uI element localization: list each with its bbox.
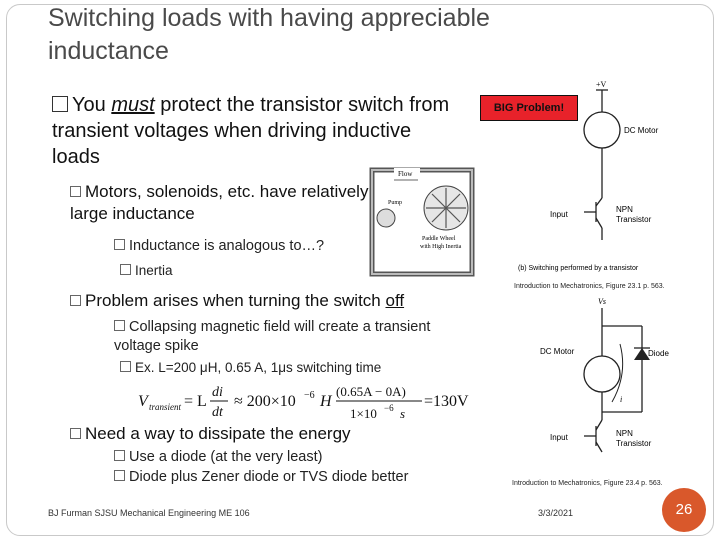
sub-bullet-inertia-text: Inertia [135, 263, 173, 278]
sub-bullet-motors: Motors, solenoids, etc. have relatively … [70, 181, 370, 225]
sub-bullet-problem: Problem arises when turning the switch o… [70, 290, 490, 312]
sub-bullet-example: Ex. L=200 μH, 0.65 A, 1μs switching time [120, 359, 381, 377]
eq-h: H [319, 393, 333, 410]
bullet-icon [114, 239, 125, 250]
sub-bullet-dissipate: Need a way to dissipate the energy [70, 423, 490, 445]
bullet-main-emphasis: must [111, 94, 155, 116]
dc-motor-label: DC Motor [540, 347, 575, 356]
bullet-main-text-a: You [72, 94, 112, 116]
vplus-label: +V [596, 80, 607, 89]
paddle-label-2: with High Inertia [420, 244, 462, 250]
eq-result: =130V [424, 393, 469, 410]
diode-protection-diagram: Vs DC Motor Diode i Input NPN Transistor [540, 297, 669, 453]
input-label: Input [550, 433, 569, 442]
eq-equals-l: = L [184, 393, 207, 410]
sub-bullet-zener-text: Diode plus Zener diode or TVS diode bett… [129, 469, 409, 485]
bullet-checkbox-icon [52, 96, 68, 112]
input-label: Input [550, 210, 569, 219]
bullet-icon [114, 470, 125, 481]
flow-inertia-figure: Flow Pump Paddle Wheel with High Inertia [369, 167, 475, 277]
slide-title: Switching loads with having appreciable … [48, 4, 490, 65]
eq-dt: dt [212, 405, 224, 420]
figure2-caption: Introduction to Mechatronics, Figure 23.… [512, 480, 663, 487]
sub-bullet-motors-text: Motors, solenoids, etc. have relatively … [70, 182, 369, 223]
eq-numerator: (0.65A − 0A) [336, 384, 406, 399]
vs-label: Vs [598, 297, 606, 306]
sub-bullet-inductance-text: Inductance is analogous to…? [129, 238, 325, 254]
transistor-label: Transistor [616, 439, 652, 448]
sub-bullet-zener: Diode plus Zener diode or TVS diode bett… [114, 468, 408, 487]
footer-left: BJ Furman SJSU Mechanical Engineering ME… [48, 508, 250, 518]
bullet-icon [114, 450, 125, 461]
big-problem-badge: BIG Problem! [480, 95, 578, 121]
current-label: i [620, 395, 622, 404]
slide-frame [6, 4, 714, 536]
transistor-label: Transistor [616, 215, 652, 224]
sub-bullet-inertia: Inertia [120, 262, 173, 280]
pump-icon [376, 208, 396, 228]
sub-bullet-problem-text: Problem arises when turning the switch [85, 291, 386, 310]
current-loop-arrow-icon [611, 343, 624, 403]
transistor-switch-diagram: +V DC Motor Input NPN Transistor (b) Swi… [518, 80, 659, 272]
eq-lhs-sub: transient [149, 402, 182, 412]
npn-label: NPN [616, 205, 633, 214]
sub-bullet-collapsing-text: Collapsing magnetic field will create a … [114, 319, 431, 354]
bullet-icon [70, 186, 81, 197]
sub-bullet-diode: Use a diode (at the very least) [114, 448, 322, 467]
eq-lhs: V [138, 393, 150, 410]
page-number-badge: 26 [662, 488, 706, 532]
diode-icon [634, 348, 650, 360]
eq-di: di [212, 385, 223, 400]
bullet-icon [120, 264, 131, 275]
diode-label: Diode [648, 349, 669, 358]
eq-approx: ≈ 200×10 [234, 393, 296, 410]
figure1-caption: Introduction to Mechatronics, Figure 23.… [514, 283, 665, 290]
eq-s: s [400, 406, 405, 421]
sub-bullet-collapsing: Collapsing magnetic field will create a … [114, 318, 474, 356]
sub-bullet-diode-text: Use a diode (at the very least) [129, 449, 323, 465]
bullet-icon [70, 295, 81, 306]
npn-label: NPN [616, 429, 633, 438]
dc-motor-label: DC Motor [624, 126, 659, 135]
transient-voltage-equation: V transient = L di dt ≈ 200×10 −6 H (0.6… [138, 384, 469, 421]
sub-bullet-problem-emphasis: off [385, 291, 405, 310]
eq-exp1: −6 [304, 390, 315, 401]
paddle-label-1: Paddle Wheel [422, 236, 456, 242]
bullet-icon [120, 361, 131, 372]
diagram1-caption: (b) Switching performed by a transistor [518, 265, 639, 272]
bullet-icon [70, 428, 81, 439]
bullet-icon [114, 320, 125, 331]
dc-motor-icon [583, 355, 621, 393]
pump-label: Pump [388, 200, 402, 206]
footer-date: 3/3/2021 [538, 508, 574, 518]
eq-exp2: −6 [384, 403, 394, 413]
sub-bullet-dissipate-text: Need a way to dissipate the energy [85, 424, 351, 443]
sub-bullet-inductance: Inductance is analogous to…? [114, 237, 374, 256]
eq-denominator: 1×10 [350, 406, 377, 421]
bullet-main-text-b: protect the transistor switch from trans… [52, 94, 450, 168]
sub-bullet-example-text: Ex. L=200 μH, 0.65 A, 1μs switching time [135, 360, 382, 375]
dc-motor-icon [583, 111, 621, 149]
bullet-main: You must protect the transistor switch f… [52, 92, 452, 170]
flow-label: Flow [398, 170, 413, 178]
